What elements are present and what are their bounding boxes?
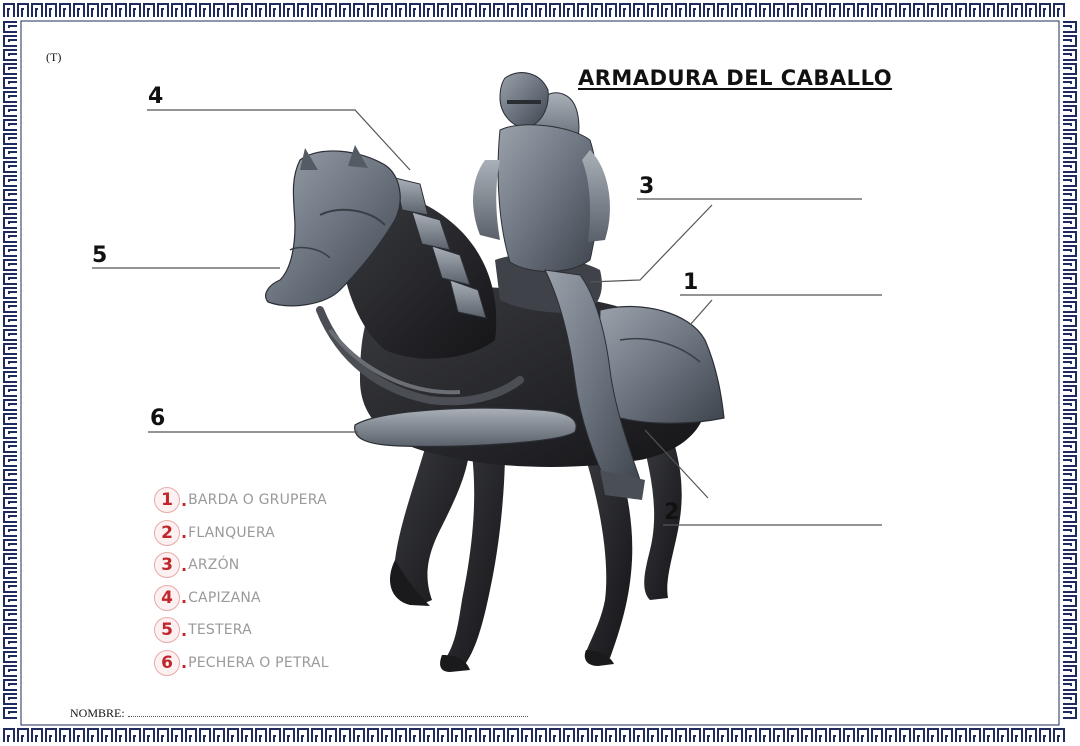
callout-line-2 bbox=[645, 430, 882, 525]
legend-dot: . bbox=[181, 491, 187, 510]
legend-dot: . bbox=[181, 556, 187, 575]
legend-dot: . bbox=[181, 621, 187, 640]
name-blank-line bbox=[128, 707, 528, 717]
name-label: NOMBRE: bbox=[70, 706, 125, 720]
legend-label: ARZÓN bbox=[188, 557, 239, 573]
legend-item: 2.FLANQUERA bbox=[154, 517, 329, 550]
legend-dot: . bbox=[181, 588, 187, 607]
legend-label: CAPIZANA bbox=[188, 590, 261, 606]
legend-number-badge: 1 bbox=[154, 487, 180, 513]
legend-label: FLANQUERA bbox=[188, 525, 275, 541]
legend-dot: . bbox=[181, 653, 187, 672]
legend-number-badge: 5 bbox=[154, 617, 180, 643]
page-title: ARMADURA DEL CABALLO bbox=[578, 66, 892, 90]
legend-number-badge: 6 bbox=[154, 650, 180, 676]
legend-number-badge: 3 bbox=[154, 552, 180, 578]
legend-item: 6.PECHERA O PETRAL bbox=[154, 647, 329, 680]
legend-dot: . bbox=[181, 523, 187, 542]
legend-number-badge: 2 bbox=[154, 520, 180, 546]
legend-item: 5.TESTERA bbox=[154, 614, 329, 647]
callout-line-1 bbox=[680, 295, 882, 325]
name-field[interactable]: NOMBRE: bbox=[70, 706, 528, 721]
legend-item: 4.CAPIZANA bbox=[154, 582, 329, 615]
legend-label: BARDA O GRUPERA bbox=[188, 492, 327, 508]
legend-number-badge: 4 bbox=[154, 585, 180, 611]
legend-label: TESTERA bbox=[188, 622, 252, 638]
legend-item: 1.BARDA O GRUPERA bbox=[154, 484, 329, 517]
legend-label: PECHERA O PETRAL bbox=[188, 655, 329, 671]
callout-number-5: 5 bbox=[92, 243, 107, 268]
corner-mark: (T) bbox=[46, 50, 61, 65]
callout-line-3 bbox=[590, 199, 862, 282]
callout-number-6: 6 bbox=[150, 406, 165, 431]
callout-line-4 bbox=[147, 110, 410, 170]
legend: 1.BARDA O GRUPERA 2.FLANQUERA 3.ARZÓN 4.… bbox=[154, 484, 329, 679]
callout-number-1: 1 bbox=[683, 270, 698, 295]
callout-number-2: 2 bbox=[664, 500, 679, 525]
legend-item: 3.ARZÓN bbox=[154, 549, 329, 582]
callout-number-3: 3 bbox=[639, 174, 654, 199]
callout-number-4: 4 bbox=[148, 84, 163, 109]
